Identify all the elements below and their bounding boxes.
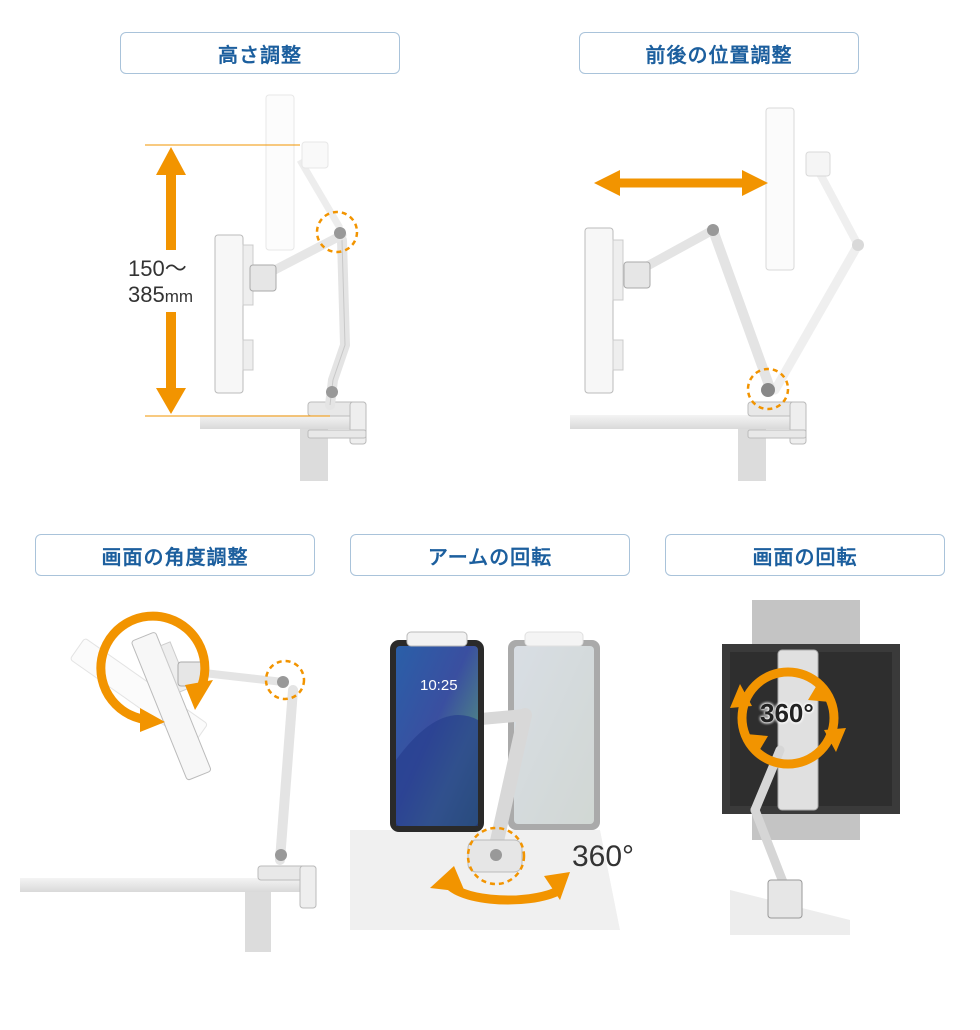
tablet-clock: 10:25 <box>420 677 458 694</box>
height-range-min: 150～ <box>128 256 187 281</box>
height-range-max: 385 <box>128 282 165 307</box>
arm-panel-illustration: 10:25 <box>350 631 620 930</box>
height-range-text: 150～ 385mm <box>128 256 194 310</box>
ghost-tablet <box>508 631 600 830</box>
depth-arrow <box>594 170 768 196</box>
arm-rotation-label: アームの回転 <box>350 534 630 576</box>
screen-rotation-arrow <box>730 667 846 769</box>
pivot-highlight <box>746 367 790 411</box>
arm-rotation-arrow <box>430 866 570 905</box>
desk <box>200 415 365 429</box>
rotation-panel-illustration <box>722 600 900 935</box>
tablet-holder <box>214 234 244 394</box>
far-position-ghost <box>765 107 864 395</box>
height-range-unit: mm <box>164 287 194 306</box>
height-adjust-label: 高さ調整 <box>120 32 400 74</box>
tablet-device: 10:25 <box>390 631 484 832</box>
upper-position-ghost <box>265 94 344 251</box>
height-panel-illustration <box>145 94 367 481</box>
screen-rotation-label: 画面の回転 <box>665 534 945 576</box>
depth-adjust-label: 前後の位置調整 <box>579 32 859 74</box>
screen-degree-text: 360° <box>760 698 814 728</box>
pivot-highlight <box>315 210 359 254</box>
angle-adjust-label: 画面の角度調整 <box>35 534 315 576</box>
height-arrow <box>156 147 186 414</box>
arm-degree-text: 360° <box>572 840 635 873</box>
desk <box>570 415 800 429</box>
depth-panel-illustration <box>570 107 864 481</box>
angle-panel-illustration <box>20 611 317 952</box>
angle-rotation-arrow <box>96 611 213 732</box>
